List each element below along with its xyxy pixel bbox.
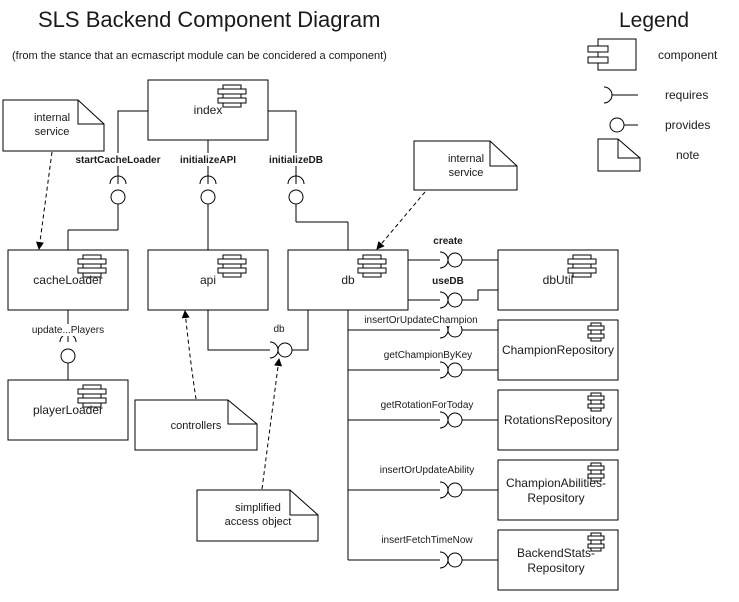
legend: Legend component requires provides note bbox=[587, 9, 718, 172]
component-rotationsrepository-label: RotationsRepository bbox=[504, 413, 612, 427]
component-db-label: db bbox=[341, 273, 355, 287]
component-cacheloader-label: cacheLoader bbox=[33, 273, 102, 287]
legend-note-label: note bbox=[676, 148, 700, 162]
legend-title: Legend bbox=[619, 9, 689, 32]
interface-updateplayers-label: update...Players bbox=[32, 325, 104, 336]
interface-labels: startCacheLoader initializeAPI initializ… bbox=[28, 153, 491, 546]
legend-requires-icon bbox=[603, 86, 638, 104]
note-arrow-cacheloader bbox=[35, 151, 53, 250]
component-championabilitiesrepository-label: ChampionAbilities-Repository bbox=[506, 476, 606, 505]
component-index: index bbox=[147, 79, 269, 141]
note-arrow-api bbox=[181, 310, 197, 400]
legend-note-icon bbox=[597, 138, 641, 172]
legend-provides-icon bbox=[609, 117, 638, 133]
note-arrow-db-access bbox=[261, 358, 283, 490]
note-arrow-db bbox=[376, 191, 426, 250]
component-cacheloader: cacheLoader bbox=[7, 249, 129, 311]
component-rotationsrepository: RotationsRepository bbox=[497, 389, 619, 451]
interface-insertfetchtimenow-label: insertFetchTimeNow bbox=[381, 535, 473, 546]
diagram-subtitle: (from the stance that an ecmascript modu… bbox=[12, 50, 387, 62]
diagram-title: SLS Backend Component Diagram bbox=[38, 7, 380, 32]
interface-usedb-label: useDB bbox=[432, 276, 464, 287]
legend-component-icon bbox=[587, 38, 637, 71]
legend-component-label: component bbox=[658, 48, 718, 62]
connections bbox=[59, 110, 498, 569]
component-index-label: index bbox=[194, 103, 223, 117]
component-backendstatsrepository-label: BackendStats-Repository bbox=[517, 546, 595, 575]
interface-getchampionbykey-label: getChampionByKey bbox=[384, 350, 472, 361]
interface-create-label: create bbox=[433, 236, 463, 247]
interface-db-access-label: db bbox=[273, 324, 285, 335]
legend-requires-label: requires bbox=[665, 88, 708, 102]
note-controllers-text: controllers bbox=[171, 420, 222, 432]
component-playerloader-label: playerLoader bbox=[33, 403, 103, 417]
interface-initializedb-label: initializeDB bbox=[269, 155, 323, 166]
legend-provides-label: provides bbox=[665, 118, 710, 132]
interface-startcacheloader-label: startCacheLoader bbox=[75, 155, 160, 166]
component-championabilitiesrepository: ChampionAbilities-Repository bbox=[497, 459, 619, 521]
component-db: db bbox=[287, 249, 409, 311]
interface-getrotationfortoday-label: getRotationForToday bbox=[381, 400, 474, 411]
component-dbutil-label: dbUtil bbox=[543, 273, 574, 287]
component-api: api bbox=[147, 249, 269, 311]
interface-insertorupdatechampion-label: insertOrUpdateChampion bbox=[364, 315, 477, 326]
component-championrepository: ChampionRepository bbox=[497, 319, 619, 381]
component-backendstatsrepository: BackendStats-Repository bbox=[497, 529, 619, 591]
component-playerloader: playerLoader bbox=[7, 379, 129, 441]
interface-insertorupdateability-label: insertOrUpdateAbility bbox=[380, 465, 474, 476]
interface-initializeapi-label: initializeAPI bbox=[180, 155, 236, 166]
component-championrepository-label: ChampionRepository bbox=[502, 343, 614, 357]
note-controllers: controllers bbox=[134, 399, 258, 451]
component-api-label: api bbox=[200, 273, 216, 287]
component-dbutil: dbUtil bbox=[497, 249, 619, 311]
